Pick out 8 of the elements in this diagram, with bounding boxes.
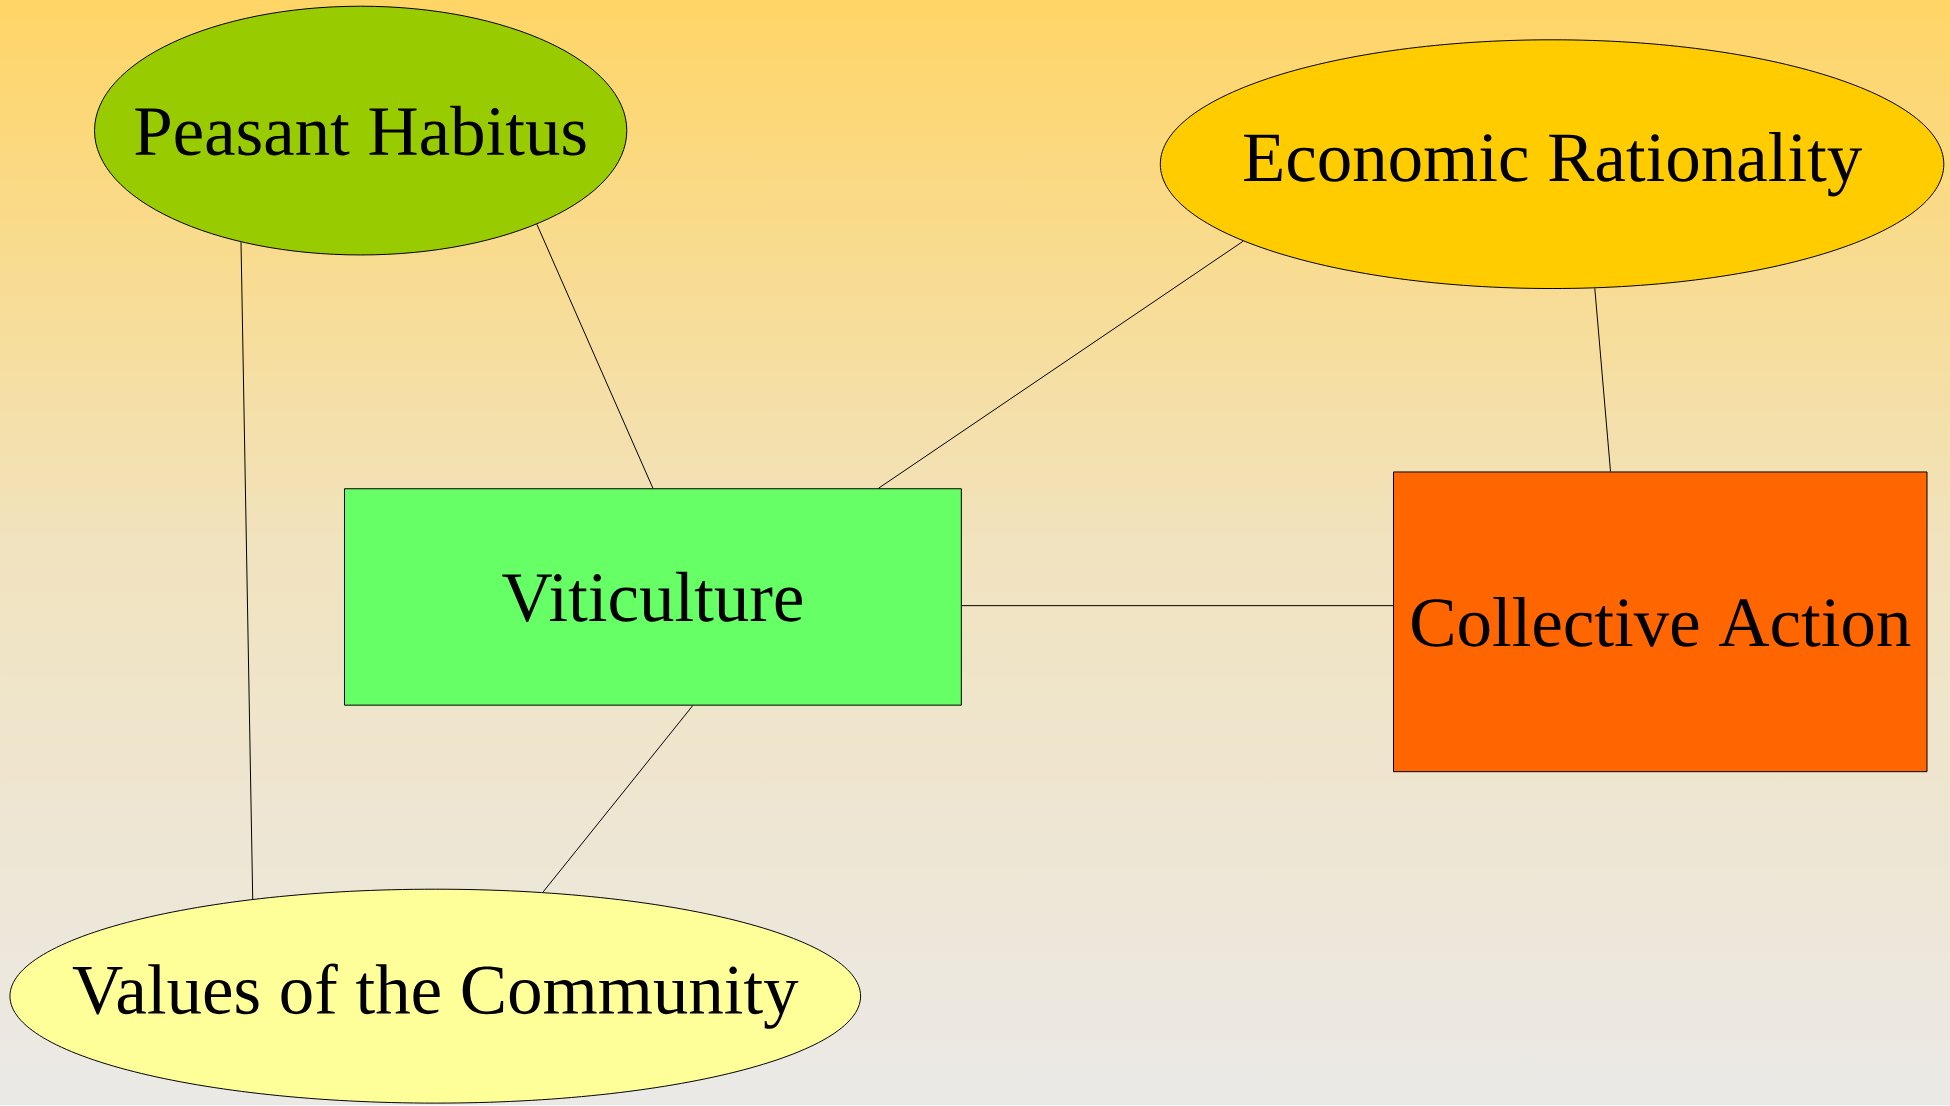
concept-box: Viticulture <box>344 488 962 706</box>
connector-line <box>961 605 1394 607</box>
connector-line <box>1594 288 1611 473</box>
connector-line <box>240 241 254 900</box>
concept-box: Collective Action <box>1393 471 1928 773</box>
connector-line <box>536 224 654 489</box>
connector-line <box>878 240 1244 489</box>
connector-line <box>542 705 694 893</box>
